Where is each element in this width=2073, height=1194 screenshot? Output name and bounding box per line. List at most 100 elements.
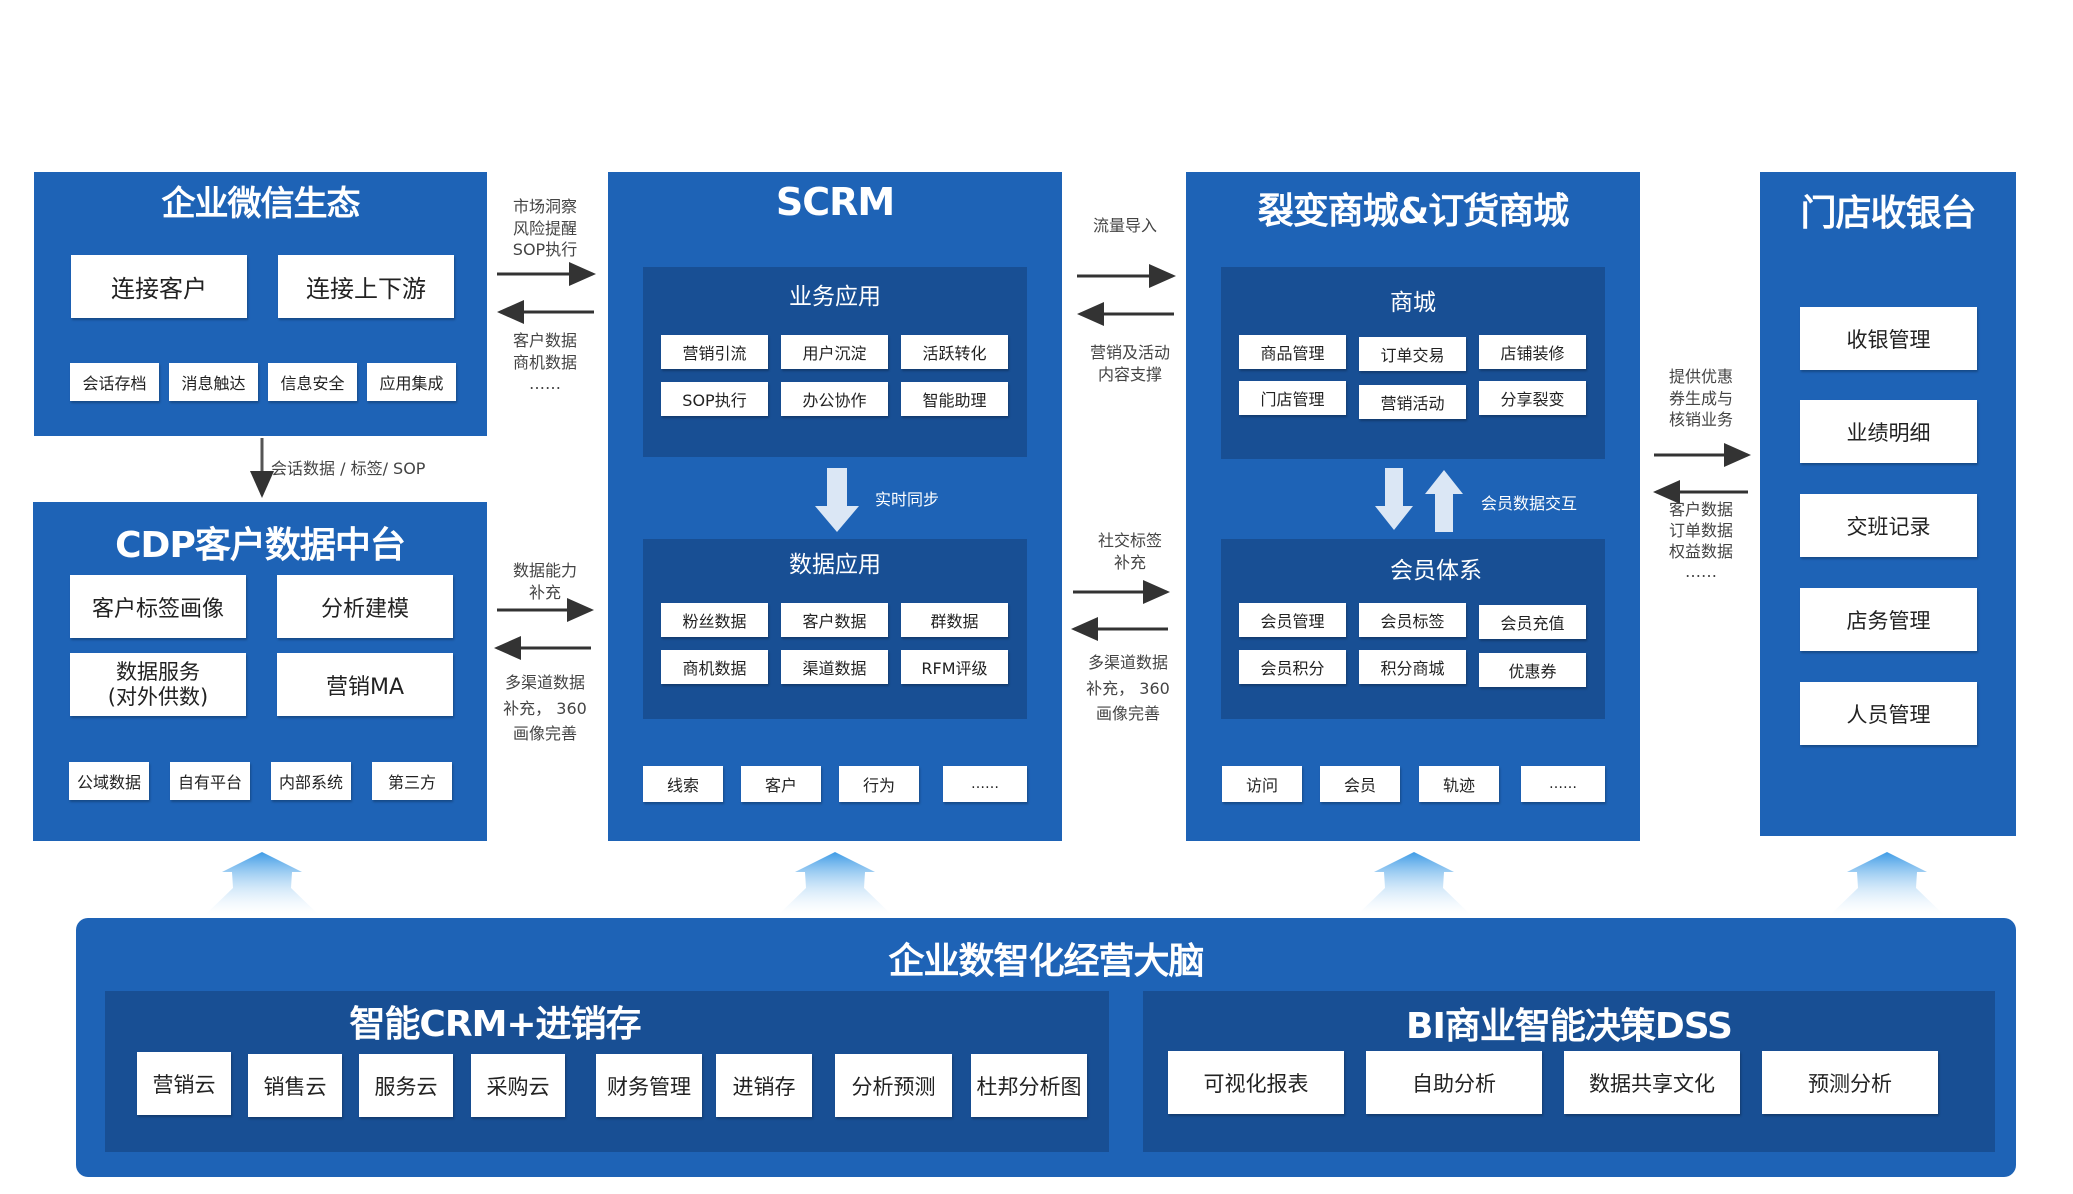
office-collab-box: 办公协作 xyxy=(781,382,888,416)
wecom-title: 企业微信生态 xyxy=(161,184,361,224)
user-retention-box: 用户沉淀 xyxy=(781,335,888,369)
label-a4: 多渠道数据 补充， 360 画像完善 xyxy=(503,673,587,744)
shop-title: 商城 xyxy=(1390,290,1436,316)
data-app-title: 数据应用 xyxy=(789,552,881,578)
smart-assistant-box: 智能助理 xyxy=(901,382,1008,416)
rfm-rating-box: RFM评级 xyxy=(901,650,1008,684)
sales-cloud-box: 销售云 xyxy=(248,1054,342,1117)
connect-customer-box: 连接客户 xyxy=(71,255,247,318)
wecom-cdp-label: 会话数据 / 标签/ SOP xyxy=(271,459,426,478)
marketing-lead-box: 营销引流 xyxy=(661,335,768,369)
biz-app-panel: 业务应用 营销引流 用户沉淀 活跃转化 SOP执行 办公协作 智能助理 xyxy=(643,267,1027,457)
session-archive-box: 会话存档 xyxy=(70,363,159,401)
forecast-box: 分析预测 xyxy=(835,1054,952,1117)
bi-title: BI商业智能决策DSS xyxy=(1406,1006,1733,1047)
mall-panel: 裂变商城&订货商城 商城 商品管理 订单交易 店铺装修 门店管理 营销活动 分享… xyxy=(1186,172,1640,841)
crm-panel: 智能CRM+进销存 营销云 销售云 服务云 采购云 财务管理 进销存 分析预测 … xyxy=(105,991,1109,1152)
internal-system-box: 内部系统 xyxy=(271,762,351,800)
performance-box: 业绩明细 xyxy=(1800,400,1977,463)
label-b4: 多渠道数据 补充， 360 画像完善 xyxy=(1086,653,1170,724)
sync-label: 实时同步 xyxy=(875,490,940,509)
cdp-title: CDP客户数据中台 xyxy=(115,525,406,566)
label-b3: 社交标签 补充 xyxy=(1097,531,1162,572)
share-fission-box: 分享裂变 xyxy=(1479,381,1586,415)
label-a2: 客户数据 商机数据 …… xyxy=(512,331,577,394)
mall-visit-box: 访问 xyxy=(1222,766,1302,802)
connect-updown-box: 连接上下游 xyxy=(278,255,454,318)
member-mgmt-box: 会员管理 xyxy=(1239,603,1346,637)
scrm-behavior-box: 行为 xyxy=(839,766,919,802)
cashier-mgmt-box: 收银管理 xyxy=(1800,307,1977,370)
marketing-cloud-box: 营销云 xyxy=(137,1052,231,1115)
coupon-box: 优惠券 xyxy=(1479,653,1586,687)
label-b1: 流量导入 xyxy=(1092,216,1157,235)
mall-member-box: 会员 xyxy=(1320,766,1400,802)
app-integration-box: 应用集成 xyxy=(367,363,456,401)
service-cloud-box: 服务云 xyxy=(359,1054,453,1117)
member-recharge-box: 会员充值 xyxy=(1479,605,1586,639)
third-party-box: 第三方 xyxy=(372,762,452,800)
biz-app-title: 业务应用 xyxy=(789,284,881,310)
exchange-arrows xyxy=(1375,468,1463,532)
visual-report-box: 可视化报表 xyxy=(1168,1051,1344,1114)
data-sharing-box: 数据共享文化 xyxy=(1564,1051,1740,1114)
crm-title: 智能CRM+进销存 xyxy=(349,1004,641,1045)
info-security-box: 信息安全 xyxy=(268,363,357,401)
finance-mgmt-box: 财务管理 xyxy=(596,1054,702,1117)
shop-panel: 商城 商品管理 订单交易 店铺装修 门店管理 营销活动 分享裂变 xyxy=(1221,267,1605,459)
up-arrow-3 xyxy=(1357,852,1471,915)
wecom-panel: 企业微信生态 连接客户 连接上下游 会话存档 消息触达 信息安全 应用集成 xyxy=(34,172,487,436)
self-analysis-box: 自助分析 xyxy=(1366,1051,1542,1114)
brain-panel: 企业数智化经营大脑 智能CRM+进销存 营销云 销售云 服务云 采购云 财务管理… xyxy=(76,918,2016,1177)
label-a3: 数据能力 补充 xyxy=(512,561,577,602)
inventory-box: 进销存 xyxy=(716,1054,812,1117)
order-trade-box: 订单交易 xyxy=(1359,337,1466,371)
store-mgmt-box: 门店管理 xyxy=(1239,381,1346,415)
exchange-label: 会员数据交互 xyxy=(1481,494,1578,513)
activation-box: 活跃转化 xyxy=(901,335,1008,369)
group-data-box: 群数据 xyxy=(901,603,1008,637)
pos-panel: 门店收银台 收银管理 业绩明细 交班记录 店务管理 人员管理 xyxy=(1760,172,2016,836)
campaign-box: 营销活动 xyxy=(1359,385,1466,419)
data-app-panel: 数据应用 粉丝数据 客户数据 群数据 商机数据 渠道数据 RFM评级 xyxy=(643,539,1027,719)
shop-decor-box: 店铺装修 xyxy=(1479,335,1586,369)
scrm-more-box: …… xyxy=(943,766,1027,802)
points-mall-box: 积分商城 xyxy=(1359,650,1466,684)
label-b2: 营销及活动 内容支撑 xyxy=(1089,343,1170,384)
member-panel: 会员体系 会员管理 会员标签 会员充值 会员积分 积分商城 优惠券 xyxy=(1221,539,1605,719)
up-arrow-2 xyxy=(778,852,892,915)
opportunity-data-box: 商机数据 xyxy=(661,650,768,684)
goods-mgmt-box: 商品管理 xyxy=(1239,335,1346,369)
fans-data-box: 粉丝数据 xyxy=(661,603,768,637)
up-arrow-4 xyxy=(1830,852,1944,915)
staff-mgmt-box: 人员管理 xyxy=(1800,682,1977,745)
data-service-box: 数据服务 (对外供数) xyxy=(70,653,246,716)
marketing-ma-box: 营销MA xyxy=(277,653,453,716)
label-c2: 客户数据 订单数据 权益数据 …… xyxy=(1668,500,1733,582)
store-affairs-box: 店务管理 xyxy=(1800,588,1977,651)
sop-exec-box: SOP执行 xyxy=(661,382,768,416)
dupont-box: 杜邦分析图 xyxy=(971,1054,1087,1117)
sync-down-arrow xyxy=(815,468,859,532)
label-c1: 提供优惠 券生成与 核销业务 xyxy=(1668,367,1733,430)
analysis-model-box: 分析建模 xyxy=(277,575,453,638)
mall-title: 裂变商城&订货商城 xyxy=(1257,191,1569,232)
mall-more-box: …… xyxy=(1521,766,1605,802)
up-arrow-1 xyxy=(205,852,319,915)
public-data-box: 公域数据 xyxy=(69,762,149,800)
member-title: 会员体系 xyxy=(1390,558,1482,584)
scrm-customer-box: 客户 xyxy=(741,766,821,802)
shift-record-box: 交班记录 xyxy=(1800,494,1977,557)
customer-data-box: 客户数据 xyxy=(781,603,888,637)
customer-tag-box: 客户标签画像 xyxy=(70,575,246,638)
label-a1: 市场洞察 风险提醒 SOP执行 xyxy=(512,197,578,260)
channel-data-box: 渠道数据 xyxy=(781,650,888,684)
predictive-analysis-box: 预测分析 xyxy=(1762,1051,1938,1114)
scrm-lead-box: 线索 xyxy=(643,766,723,802)
own-platform-box: 自有平台 xyxy=(170,762,250,800)
brain-title: 企业数智化经营大脑 xyxy=(888,941,1204,982)
member-points-box: 会员积分 xyxy=(1239,650,1346,684)
member-tag-box: 会员标签 xyxy=(1359,603,1466,637)
scrm-panel: SCRM 业务应用 营销引流 用户沉淀 活跃转化 SOP执行 办公协作 智能助理… xyxy=(608,172,1062,841)
